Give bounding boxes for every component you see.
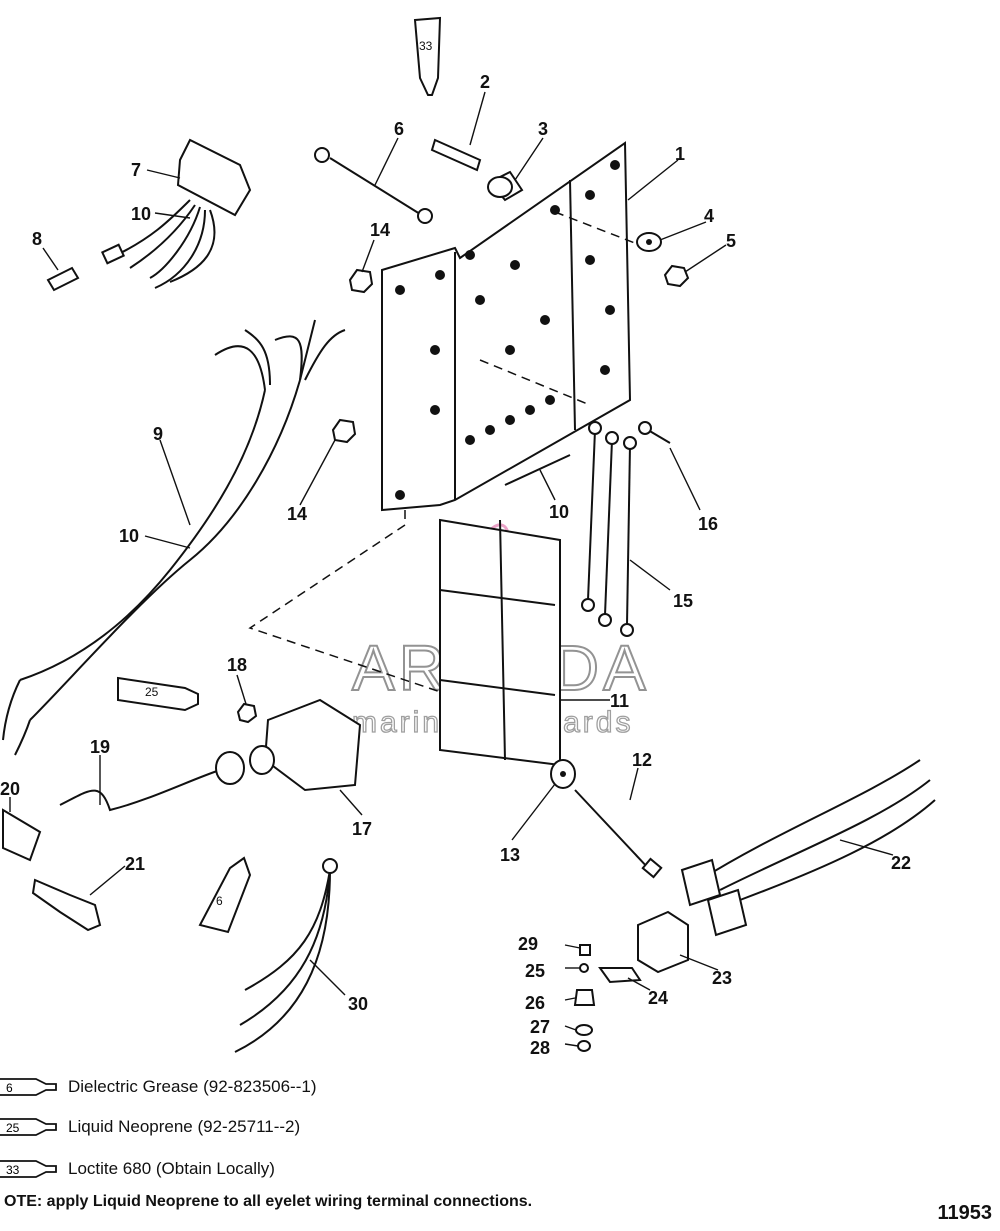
relay <box>637 910 689 974</box>
figure-id: 11953 <box>937 1202 992 1224</box>
callout-27: 27 <box>530 1017 550 1037</box>
legend-code: 6 <box>6 1081 13 1095</box>
callout-26: 26 <box>525 993 545 1013</box>
temperature-sender <box>31 878 102 932</box>
callout-12: 12 <box>632 750 652 770</box>
nut-upper <box>348 268 374 294</box>
legend-code: 33 <box>6 1163 20 1177</box>
callout-7: 7 <box>131 160 141 180</box>
temperature-lead <box>59 751 245 812</box>
callout-28: 28 <box>530 1038 550 1058</box>
washer-13 <box>550 759 576 789</box>
callout-22: 22 <box>891 853 911 873</box>
callout-13: 13 <box>500 845 520 865</box>
callout-1: 1 <box>675 144 685 164</box>
callouts: 2 3 1 4 5 6 7 10 8 14 14 9 10 10 16 15 1… <box>0 72 911 1058</box>
stud <box>430 138 482 172</box>
legend-code: 25 <box>6 1121 20 1135</box>
ground-leads <box>581 421 637 637</box>
legend-label: Liquid Neoprene (92-25711--2) <box>68 1117 301 1136</box>
jumper-leads <box>234 858 338 1053</box>
bolt-16 <box>638 421 671 444</box>
callout-14-bottom: 14 <box>287 504 307 524</box>
neoprene-tube: 25 <box>117 676 199 712</box>
spacer <box>487 170 524 202</box>
callout-15: 15 <box>673 591 693 611</box>
wire-harness <box>2 319 346 756</box>
leader-lines <box>9 91 894 1047</box>
callout-16: 16 <box>698 514 718 534</box>
legend-label: Loctite 680 (Obtain Locally) <box>68 1159 275 1178</box>
grease-tube: 6 <box>198 856 252 934</box>
callout-10-top: 10 <box>131 204 151 224</box>
callout-17: 17 <box>352 819 372 839</box>
callout-14-top: 14 <box>370 220 390 240</box>
callout-10-center: 10 <box>549 502 569 522</box>
callout-4: 4 <box>704 206 714 226</box>
tube-label-33: 33 <box>419 39 433 53</box>
callout-18: 18 <box>227 655 247 675</box>
callout-23: 23 <box>712 968 732 988</box>
tube-icon: 33 <box>0 1160 57 1178</box>
bolt-12 <box>574 789 663 879</box>
legend-item-liquid-neoprene: 25 Liquid Neoprene (92-25711--2) <box>0 1113 300 1141</box>
callout-29: 29 <box>518 934 538 954</box>
mounting-plate <box>381 141 641 512</box>
ground-strap <box>314 147 433 224</box>
loctite-tube: 33 <box>413 16 442 96</box>
rectifier <box>249 698 362 792</box>
fuse <box>46 266 80 292</box>
screw <box>504 454 571 486</box>
callout-9: 9 <box>153 424 163 444</box>
tube-icon: 25 <box>0 1118 57 1136</box>
relay-harness <box>680 759 936 937</box>
nut-18 <box>236 702 258 724</box>
nut-lower <box>331 418 357 444</box>
tube-icon: 6 <box>0 1078 57 1096</box>
callout-3: 3 <box>538 119 548 139</box>
voltage-regulator <box>100 138 252 289</box>
callout-25: 25 <box>525 961 545 981</box>
callout-10-left: 10 <box>119 526 139 546</box>
tube-label-25: 25 <box>145 685 159 699</box>
callout-19: 19 <box>90 737 110 757</box>
callout-30: 30 <box>348 994 368 1014</box>
small-hardware <box>573 944 596 1052</box>
callout-8: 8 <box>32 229 42 249</box>
legend-label: Dielectric Grease (92-823506--1) <box>68 1077 317 1096</box>
washer <box>636 232 662 252</box>
callout-6: 6 <box>394 119 404 139</box>
callout-24: 24 <box>648 988 668 1008</box>
callout-11: 11 <box>610 691 629 711</box>
bracket <box>598 967 642 984</box>
sender <box>2 808 42 862</box>
legend-item-dielectric-grease: 6 Dielectric Grease (92-823506--1) <box>0 1073 317 1101</box>
callout-21: 21 <box>125 854 145 874</box>
legend-item-loctite: 33 Loctite 680 (Obtain Locally) <box>0 1155 275 1183</box>
callout-2: 2 <box>480 72 490 92</box>
hex-nut <box>663 264 690 288</box>
tube-label-6: 6 <box>216 894 223 908</box>
callout-20: 20 <box>0 779 20 799</box>
callout-5: 5 <box>726 231 736 251</box>
note: OTE: apply Liquid Neoprene to all eyelet… <box>4 1193 533 1210</box>
switch-box <box>439 518 561 767</box>
